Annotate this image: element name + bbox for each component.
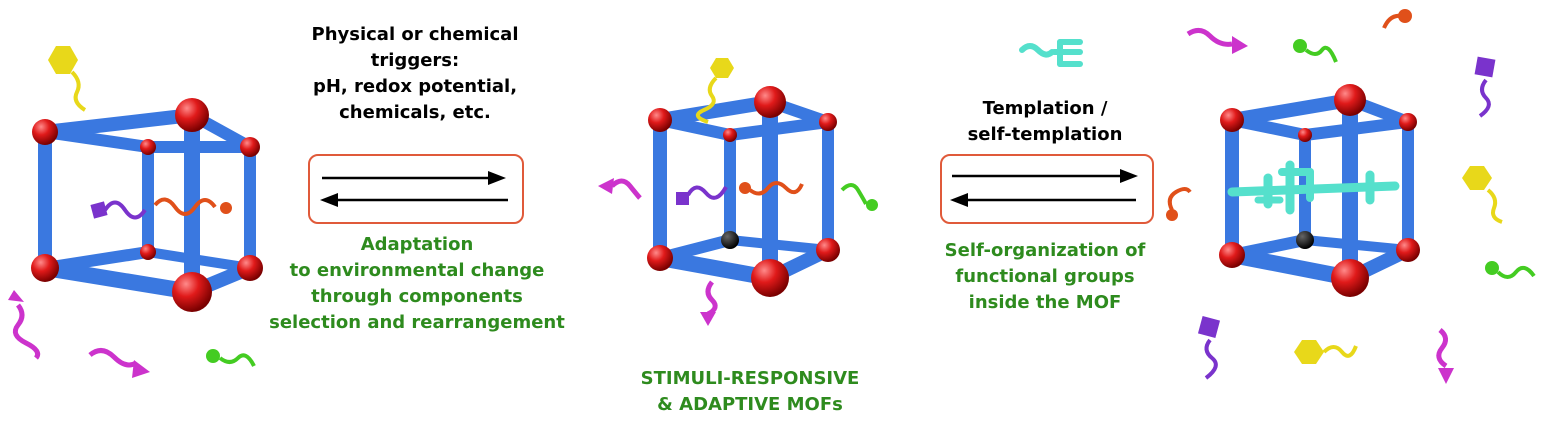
selforg-line-1: Self-organization of [944, 240, 1146, 261]
right-purple-diamond-ligand-2 [1197, 315, 1221, 380]
left-green-ligand [206, 349, 256, 367]
center-cube-nodes [647, 86, 840, 297]
adaptation-label: Adaptation to environmental change throu… [262, 232, 572, 336]
center-yellow-hexagon-ligand [696, 58, 734, 124]
right-top-magenta-ligand [1186, 28, 1248, 54]
center-caption-line-1: STIMULI-RESPONSIVE [640, 368, 860, 389]
selforg-line-2: functional groups [955, 266, 1135, 287]
templation-line-1: Templation / [982, 98, 1108, 119]
left-equilibrium-box [308, 154, 524, 224]
center-magenta-left-ligand [598, 178, 642, 200]
selforg-label: Self-organization of functional groups i… [930, 238, 1160, 316]
right-green-ligand-2 [1485, 261, 1536, 279]
triggers-line-2: triggers: [370, 50, 460, 71]
selforg-line-3: inside the MOF [968, 292, 1122, 313]
right-equilibrium-box [940, 154, 1154, 224]
right-cube-cyan-template [1227, 160, 1400, 215]
adaptation-line-3: through components [311, 286, 523, 307]
left-magenta-arrow-ligand-1 [8, 290, 41, 360]
triggers-line-4: chemicals, etc. [339, 102, 491, 123]
adaptation-line-4: selection and rearrangement [269, 312, 565, 333]
templation-label: Templation / self-templation [940, 96, 1150, 148]
right-magenta-bottom-ligand [1436, 328, 1454, 384]
right-top-orange-ligand [1382, 9, 1412, 29]
right-purple-diamond-ligand-1 [1474, 56, 1496, 118]
adaptation-line-1: Adaptation [360, 234, 474, 255]
right-equilibrium-arrows [950, 169, 1138, 207]
left-equilibrium-arrows [320, 171, 508, 207]
left-cube-nodes [31, 98, 263, 312]
center-green-ligand [840, 183, 878, 211]
right-orange-free-ligand [1166, 187, 1192, 221]
templation-line-2: self-templation [967, 124, 1123, 145]
left-magenta-arrow-ligand-2 [88, 348, 150, 378]
triggers-label: Physical or chemical triggers: pH, redox… [290, 22, 540, 126]
adaptation-line-2: to environmental change [289, 260, 545, 281]
left-cube-orange-ligand [153, 197, 232, 216]
center-mof-cube [652, 94, 835, 286]
triggers-line-1: Physical or chemical [311, 24, 519, 45]
center-caption-line-2: & ADAPTIVE MOFs [657, 394, 843, 415]
center-magenta-bottom-ligand [700, 280, 718, 326]
right-cube-nodes [1219, 84, 1420, 297]
center-cube-orange-ligand [739, 181, 804, 196]
right-yellow-hexagon-ligand-1 [1462, 166, 1503, 224]
center-caption: STIMULI-RESPONSIVE & ADAPTIVE MOFs [600, 366, 900, 418]
right-yellow-hexagon-ligand-2 [1294, 340, 1358, 364]
triggers-line-3: pH, redox potential, [312, 76, 518, 97]
cyan-template-molecule-icon [1019, 39, 1083, 67]
right-top-green-ligand [1293, 39, 1338, 63]
center-cube-purple-ligand [676, 185, 728, 205]
left-yellow-hexagon-ligand [48, 46, 87, 112]
left-cube-purple-ligand [90, 200, 147, 220]
